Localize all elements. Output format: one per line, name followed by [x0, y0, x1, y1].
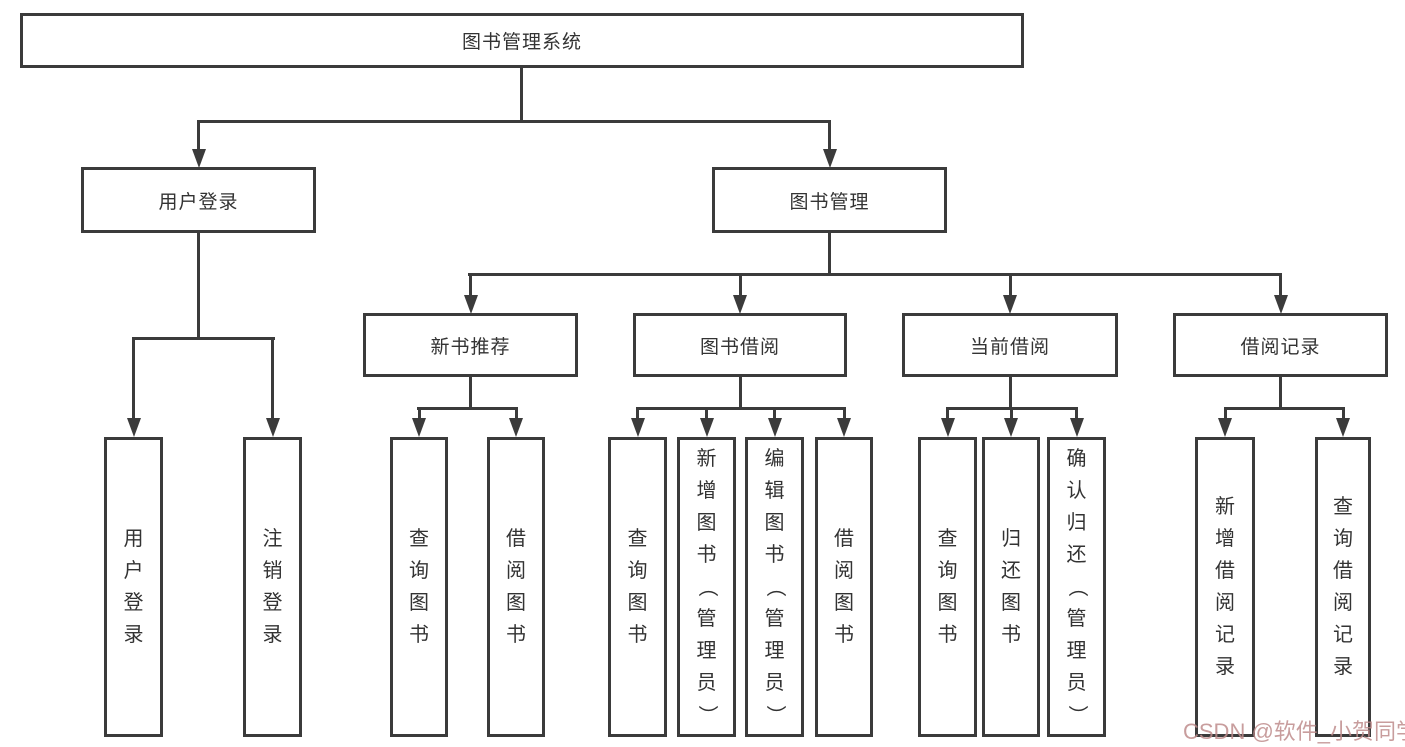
leaf-query-books-borrowing: 查询图书: [608, 437, 667, 737]
connector-line: [515, 407, 518, 420]
arrowhead-icon: [412, 418, 426, 437]
node-label: 新增借阅记录: [1215, 496, 1235, 678]
connector-line: [469, 377, 472, 409]
connector-line: [1009, 377, 1012, 409]
leaf-user-login: 用户登录: [104, 437, 163, 737]
connector-line: [469, 273, 472, 297]
arrowhead-icon: [837, 418, 851, 437]
connector-line: [1009, 273, 1012, 297]
connector-line: [418, 407, 421, 420]
connector-line: [1075, 407, 1078, 420]
connector-line: [197, 120, 831, 123]
node-label: 用户登录: [158, 191, 239, 213]
connector-line: [197, 120, 200, 150]
arrowhead-icon: [941, 418, 955, 437]
connector-line: [843, 407, 846, 420]
connector-line: [636, 407, 846, 410]
connector-line: [1342, 407, 1345, 420]
connector-line: [1279, 273, 1282, 297]
leaf-add-books-admin: 新增图书（管理员）: [677, 437, 736, 737]
connector-line: [705, 407, 708, 420]
node-label: 查询图书: [627, 528, 648, 646]
node-label: 借阅图书: [506, 528, 526, 646]
node-label: 借阅记录: [1240, 336, 1321, 358]
node-label: 查询图书: [937, 528, 958, 646]
arrowhead-icon: [823, 149, 837, 168]
arrowhead-icon: [1274, 295, 1288, 314]
connector-line: [739, 377, 742, 409]
connector-line: [739, 273, 742, 297]
node-borrowing-records: 借阅记录: [1173, 313, 1388, 377]
leaf-return-books: 归还图书: [982, 437, 1040, 737]
arrowhead-icon: [192, 149, 206, 168]
connector-line: [946, 407, 949, 420]
arrowhead-icon: [1004, 418, 1018, 437]
leaf-query-books-current: 查询图书: [918, 437, 977, 737]
connector-line: [520, 68, 523, 123]
arrowhead-icon: [1070, 418, 1084, 437]
node-label: 新书推荐: [430, 336, 511, 358]
node-label: 查询借阅记录: [1333, 496, 1353, 678]
connector-line: [1224, 407, 1344, 410]
csdn-watermark: CSDN @软件_小贺同学: [1183, 719, 1405, 744]
arrowhead-icon: [733, 295, 747, 314]
leaf-edit-books-admin: 编辑图书（管理员）: [745, 437, 804, 737]
node-label: 确认归还（管理员）: [1065, 448, 1088, 725]
node-book-management: 图书管理: [712, 167, 947, 233]
node-label: 注销登录: [262, 528, 283, 646]
arrowhead-icon: [266, 418, 280, 437]
leaf-borrow-books: 借阅图书: [815, 437, 873, 737]
node-book-borrowing: 图书借阅: [633, 313, 847, 377]
arrowhead-icon: [509, 418, 523, 437]
node-label: 图书管理系统: [461, 32, 582, 53]
arrowhead-icon: [768, 418, 782, 437]
node-label: 查询图书: [409, 528, 429, 646]
leaf-logout: 注销登录: [243, 437, 302, 737]
connector-line: [1279, 377, 1282, 409]
connector-line: [773, 407, 776, 420]
connector-line: [828, 120, 831, 150]
arrowhead-icon: [631, 418, 645, 437]
node-label: 图书管理: [789, 191, 870, 213]
arrowhead-icon: [1218, 418, 1232, 437]
arrowhead-icon: [700, 418, 714, 437]
node-label: 新增图书（管理员）: [695, 448, 718, 725]
node-current-borrowing: 当前借阅: [902, 313, 1118, 377]
node-library-management-system: 图书管理系统: [20, 13, 1024, 68]
arrowhead-icon: [1336, 418, 1350, 437]
connector-line: [1224, 407, 1227, 420]
leaf-borrow-books-recommend: 借阅图书: [487, 437, 545, 737]
node-label: 用户登录: [123, 528, 144, 646]
arrowhead-icon: [464, 295, 478, 314]
connector-line: [132, 337, 275, 340]
node-label: 图书借阅: [699, 336, 780, 358]
connector-line: [468, 273, 1282, 276]
connector-line: [636, 407, 639, 420]
leaf-add-borrow-record: 新增借阅记录: [1195, 437, 1255, 737]
connector-line: [132, 337, 135, 419]
node-label: 借阅图书: [834, 528, 854, 646]
connector-line: [271, 337, 274, 419]
leaf-query-books-recommend: 查询图书: [390, 437, 448, 737]
node-user-login: 用户登录: [81, 167, 316, 233]
node-label: 归还图书: [1001, 528, 1021, 646]
arrowhead-icon: [127, 418, 141, 437]
node-new-book-recommend: 新书推荐: [363, 313, 578, 377]
leaf-query-borrow-record: 查询借阅记录: [1315, 437, 1371, 737]
connector-line: [417, 407, 518, 410]
leaf-confirm-return-admin: 确认归还（管理员）: [1047, 437, 1106, 737]
connector-line: [1010, 407, 1013, 420]
arrowhead-icon: [1003, 295, 1017, 314]
connector-line: [197, 233, 200, 339]
connector-line: [828, 233, 831, 276]
node-label: 当前借阅: [969, 336, 1050, 358]
node-label: 编辑图书（管理员）: [763, 448, 786, 725]
